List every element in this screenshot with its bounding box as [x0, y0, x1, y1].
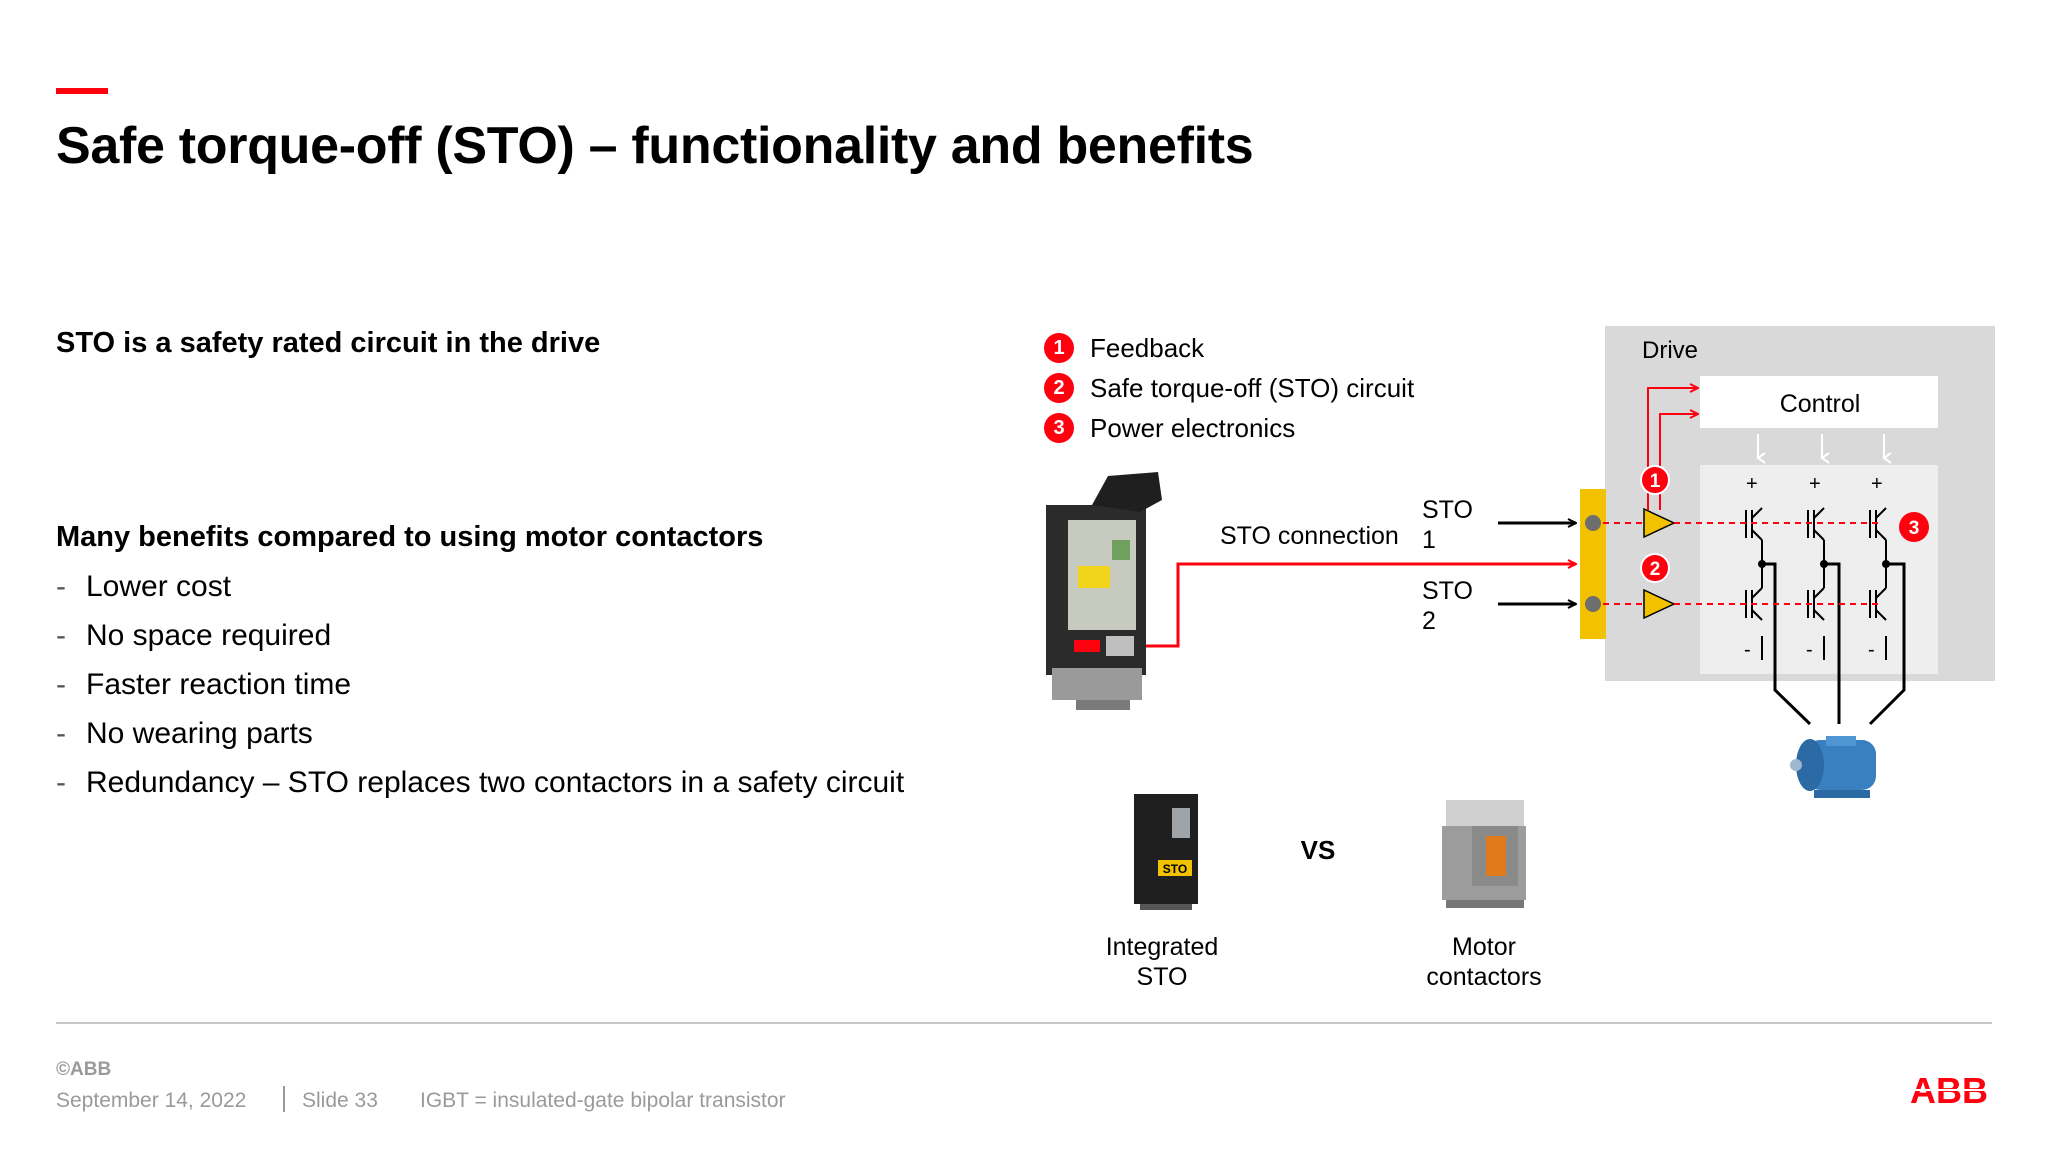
legend-number-badge: 3 [1044, 413, 1074, 443]
badge-3: 3 [1909, 518, 1920, 539]
motor-contactors-caption-line1: Motor [1452, 933, 1516, 961]
title-accent-bar [56, 88, 108, 94]
sto1-number: 1 [1422, 526, 1436, 554]
sto-buffer-icon [1643, 507, 1676, 539]
svg-text:-: - [1806, 639, 1813, 661]
svg-text:+: + [1809, 473, 1821, 495]
feedback-lines [1647, 388, 1698, 478]
list-item: -No wearing parts [56, 709, 904, 758]
bullet-dash: - [56, 717, 66, 750]
footer-note: IGBT = insulated-gate bipolar transistor [420, 1089, 786, 1112]
sto2-label: STO [1422, 577, 1473, 605]
svg-text:+: + [1746, 473, 1758, 495]
legend-number-badge: 1 [1044, 333, 1074, 363]
sto2-number: 2 [1422, 607, 1436, 635]
benefit-text: Lower cost [86, 570, 232, 603]
footer-slide-number: Slide 33 [302, 1089, 378, 1112]
svg-text:-: - [1744, 639, 1751, 661]
sto-connection-label: STO connection [1220, 522, 1399, 550]
drive-label: Drive [1642, 337, 1698, 364]
footer-copyright: ©ABB [56, 1059, 112, 1080]
sto-input-labels: STO 1 STO 2 [1422, 496, 1576, 635]
slide-title: Safe torque-off (STO) – functionality an… [56, 117, 1254, 175]
legend-label: Safe torque-off (STO) circuit [1090, 372, 1415, 403]
motor-contactors-image [1442, 800, 1526, 908]
motor-icon [1790, 736, 1876, 798]
benefit-text: No wearing parts [86, 717, 313, 750]
bullet-dash: - [56, 570, 66, 603]
benefit-text: Redundancy – STO replaces two contactors… [86, 766, 905, 799]
subheading-benefits: Many benefits compared to using motor co… [56, 521, 764, 553]
control-label: Control [1780, 390, 1861, 418]
control-box [1700, 376, 1938, 428]
integrated-sto-caption-line2: STO [1137, 963, 1188, 991]
svg-text:+: + [1871, 473, 1883, 495]
sto1-label: STO [1422, 496, 1473, 524]
legend-number-badge: 2 [1044, 373, 1074, 403]
benefit-text: No space required [86, 619, 332, 652]
badge-1: 1 [1650, 471, 1661, 492]
sto-terminal-bar [1580, 489, 1606, 639]
svg-text:-: - [1868, 639, 1875, 661]
badge-2: 2 [1650, 559, 1661, 580]
list-item: -Redundancy – STO replaces two contactor… [56, 758, 904, 807]
legend-label: Feedback [1090, 332, 1205, 363]
bullet-dash: - [56, 619, 66, 652]
sto-buffer-icon [1643, 588, 1676, 620]
sto-input-block [1580, 478, 1880, 639]
diagram-legend: 1 Feedback 2 Safe torque-off (STO) circu… [1044, 328, 1414, 448]
legend-label: Power electronics [1090, 412, 1296, 443]
footer-separator [283, 1086, 285, 1112]
sto-connection-cable: STO connection [1090, 522, 1576, 648]
sto-tag: STO [1163, 862, 1187, 876]
subheading-sto-definition: STO is a safety rated circuit in the dri… [56, 327, 601, 359]
footer-date: September 14, 2022 [56, 1089, 247, 1112]
list-item: -No space required [56, 611, 904, 660]
benefits-list: -Lower cost -No space required -Faster r… [56, 562, 904, 807]
diagram-badges: 1 2 3 [1640, 465, 1929, 583]
drive-unit-image [1046, 472, 1162, 710]
abb-logo: ABB [1906, 1072, 1992, 1108]
motor-contactors-caption-line2: contactors [1426, 963, 1541, 991]
bullet-dash: - [56, 766, 66, 799]
legend-item-feedback: 1 Feedback [1044, 328, 1414, 368]
integrated-sto-drive-image: STO [1134, 794, 1198, 910]
bullet-dash: - [56, 668, 66, 701]
drive-box: Drive Control [1605, 326, 1995, 681]
list-item: -Faster reaction time [56, 660, 904, 709]
legend-item-sto-circuit: 2 Safe torque-off (STO) circuit [1044, 368, 1414, 408]
benefit-text: Faster reaction time [86, 668, 352, 701]
list-item: -Lower cost [56, 562, 904, 611]
power-electronics-box [1700, 465, 1938, 674]
vs-label: VS [1301, 835, 1336, 865]
integrated-sto-caption-line1: Integrated [1106, 933, 1219, 961]
igbt-bridge: + + + - - - [1744, 473, 1906, 726]
legend-item-power-electronics: 3 Power electronics [1044, 408, 1414, 448]
footer-divider [56, 1022, 1992, 1024]
